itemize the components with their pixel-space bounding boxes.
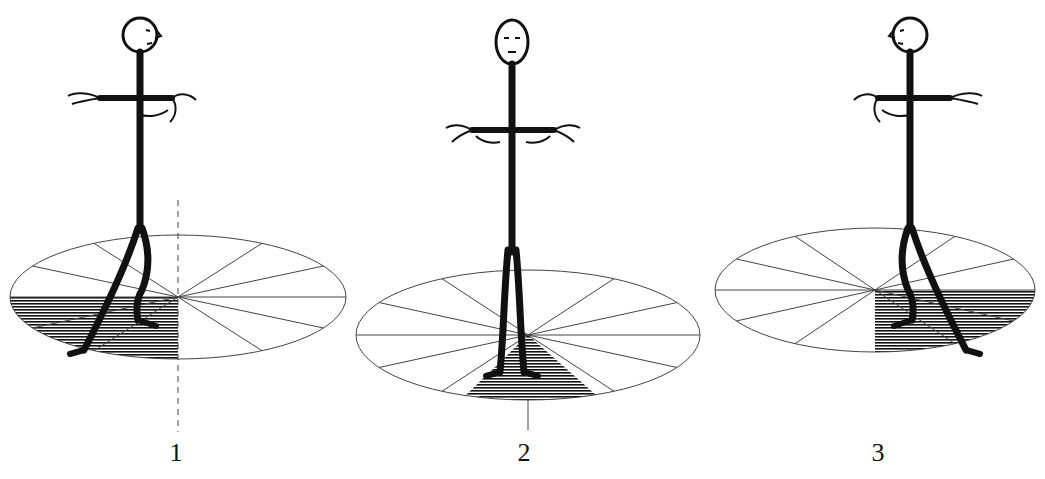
figure-number: 2 bbox=[518, 440, 531, 466]
floor-circle bbox=[715, 228, 1035, 352]
figure-number: 1 bbox=[170, 440, 183, 466]
floor-circle bbox=[10, 200, 346, 432]
floor-circle bbox=[356, 270, 700, 430]
figure-number: 3 bbox=[872, 440, 885, 466]
stick-figure bbox=[854, 18, 982, 354]
stick-figure bbox=[68, 18, 196, 354]
stick-figure bbox=[446, 20, 580, 376]
